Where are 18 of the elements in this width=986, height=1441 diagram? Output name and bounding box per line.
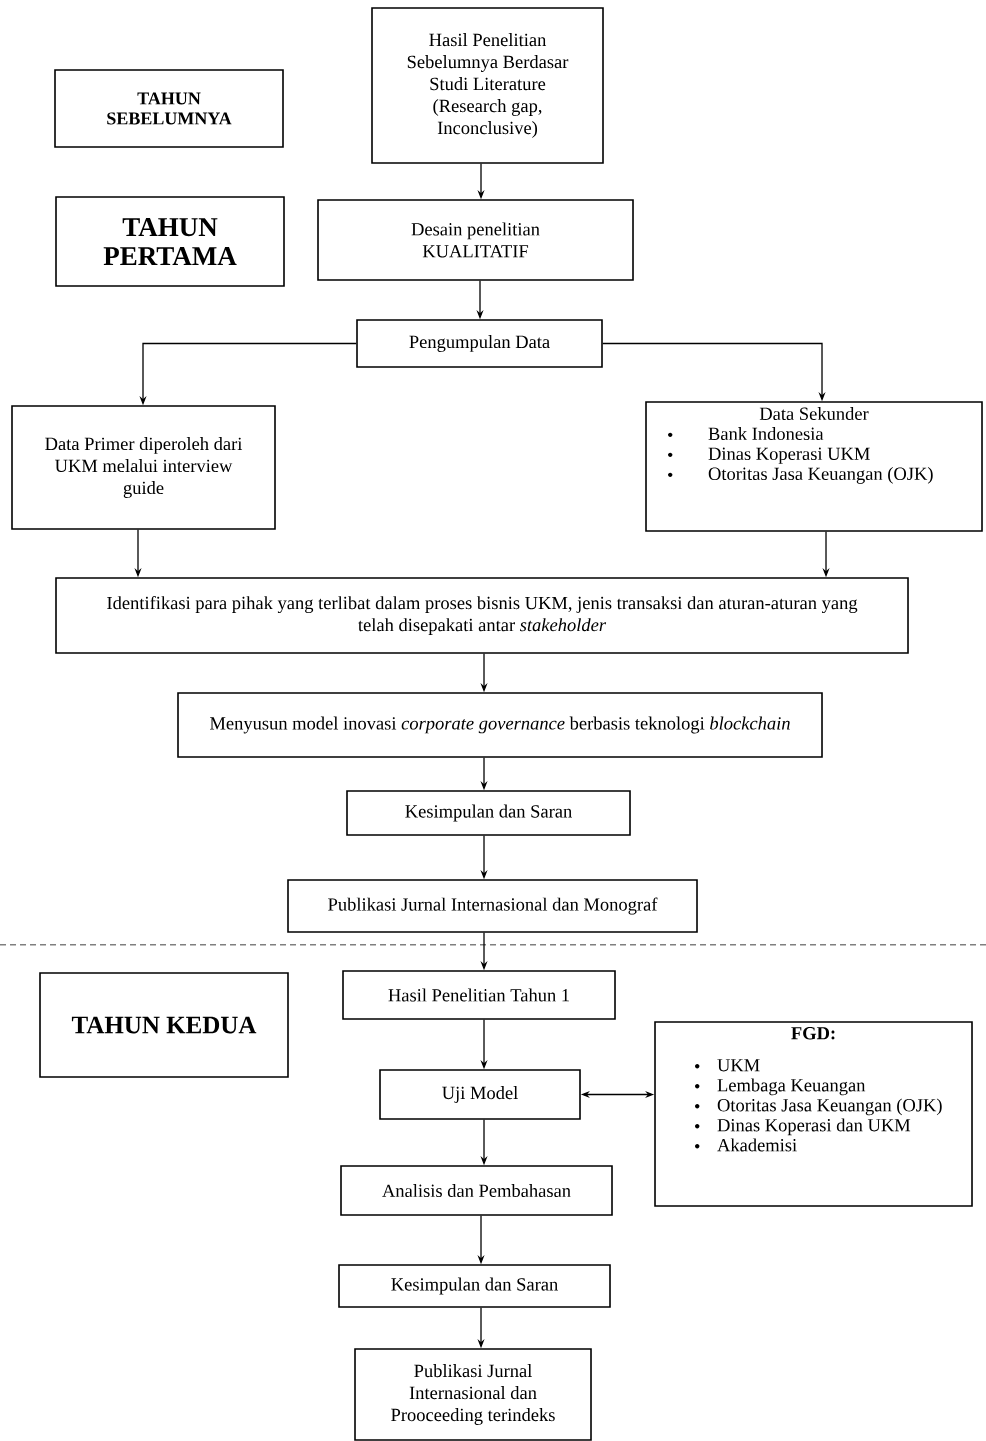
process-box: Hasil Penelitian Sebelumnya Berdasar Studi Literature (Research gap, Inconclusive) (371, 7, 604, 164)
process-box: Kesimpulan dan Saran (346, 790, 631, 836)
process-box: Uji Model (379, 1069, 581, 1120)
process-box: Desain penelitian KUALITATIF (317, 199, 634, 281)
process-box: Analisis dan Pembahasan (340, 1165, 613, 1216)
process-box: Hasil Penelitian Tahun 1 (342, 970, 616, 1020)
process-box: Menyusun model inovasi corporate governance berbasis teknologi blockchain (177, 692, 823, 758)
process-box: Identifikasi para pihak yang terlibat dalam proses bisnis UKM, jenis transaksi dan aturan-aturan yang telah disepakati antar stakeholder (55, 577, 909, 654)
year-box: TAHUN PERTAMA (55, 196, 285, 287)
source-box: FGD: UKM Lembaga Keuangan Otoritas Jasa Keuangan (OJK) Dinas Koperasi dan UKM Akademisi (654, 1021, 973, 1207)
process-box: Kesimpulan dan Saran (338, 1264, 611, 1308)
process-box: Publikasi Jurnal Internasional dan Prooceeding terindeks (354, 1348, 592, 1441)
process-box: Publikasi Jurnal Internasional dan Monograf (287, 879, 698, 933)
process-box: Data Primer diperoleh dari UKM melalui interview guide (11, 405, 276, 530)
process-box: Pengumpulan Data (356, 319, 603, 368)
year-box: TAHUN KEDUA (39, 972, 289, 1078)
year-box: TAHUN SEBELUMNYA (54, 69, 284, 148)
source-box: Data Sekunder Bank Indonesia Dinas Koperasi UKM Otoritas Jasa Keuangan (OJK) (645, 401, 983, 532)
